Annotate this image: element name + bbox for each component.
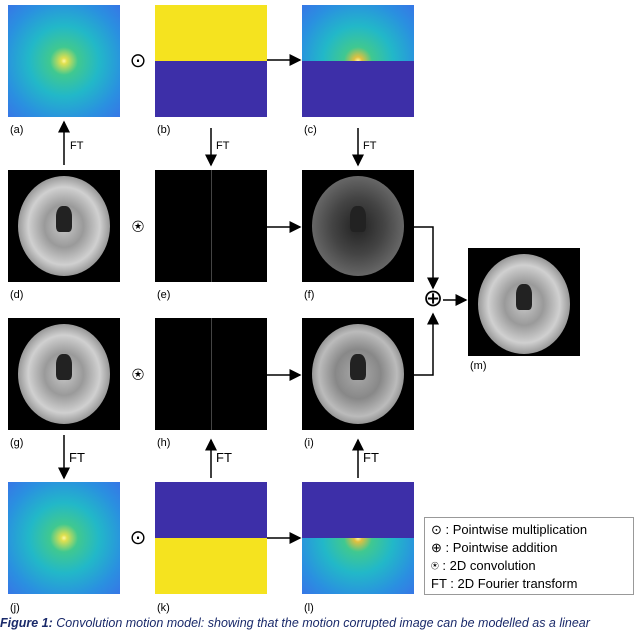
legend-item: ⊕ : Pointwise addition: [431, 540, 558, 555]
ft-label: FT: [363, 140, 377, 152]
panel-i-brain-blur: [302, 318, 414, 430]
figure-caption: Figure 1: Convolution motion model: show…: [0, 616, 590, 630]
label-a: (a): [10, 124, 24, 136]
label-k: (k): [157, 602, 170, 614]
ft-label: FT: [216, 450, 232, 465]
ft-label: FT: [216, 140, 230, 152]
add-icon: ⊕: [423, 285, 444, 312]
caption-text: Convolution motion model: showing that t…: [52, 616, 590, 630]
panel-b-mask: [155, 5, 267, 117]
legend-item: ⊙ : Pointwise multiplication: [431, 522, 588, 537]
convolution-icon: ⍟: [132, 364, 144, 386]
label-c: (c): [304, 124, 317, 136]
panel-d-brain: [8, 170, 120, 282]
label-j: (j): [10, 602, 20, 614]
convolution-icon: ⍟: [132, 216, 144, 238]
label-h: (h): [157, 437, 171, 449]
label-g: (g): [10, 437, 24, 449]
panel-h-kernel: [155, 318, 267, 430]
legend-item: ⍟ : 2D convolution: [431, 558, 536, 573]
label-b: (b): [157, 124, 171, 136]
ft-label: FT: [69, 450, 85, 465]
panel-c-masked-kspace: [302, 5, 414, 117]
multiply-icon: ⊙: [129, 50, 147, 72]
panel-j-kspace: [8, 482, 120, 594]
panel-f-brain-edges: [302, 170, 414, 282]
panel-e-kernel: [155, 170, 267, 282]
caption-label: Figure 1:: [0, 616, 53, 630]
label-e: (e): [157, 289, 171, 301]
ft-label: FT: [363, 450, 379, 465]
panel-l-masked-kspace: [302, 482, 414, 594]
panel-m-corrupted-brain: [468, 248, 580, 356]
label-l: (l): [304, 602, 314, 614]
legend-item: FT : 2D Fourier transform: [431, 576, 578, 591]
multiply-icon: ⊙: [129, 527, 147, 549]
legend: ⊙ : Pointwise multiplication ⊕ : Pointwi…: [424, 517, 634, 595]
label-d: (d): [10, 289, 24, 301]
ft-label: FT: [70, 140, 84, 152]
label-f: (f): [304, 289, 315, 301]
panel-g-brain: [8, 318, 120, 430]
panel-a-kspace: [8, 5, 120, 117]
panel-k-mask: [155, 482, 267, 594]
label-m: (m): [470, 360, 487, 372]
label-i: (i): [304, 437, 314, 449]
